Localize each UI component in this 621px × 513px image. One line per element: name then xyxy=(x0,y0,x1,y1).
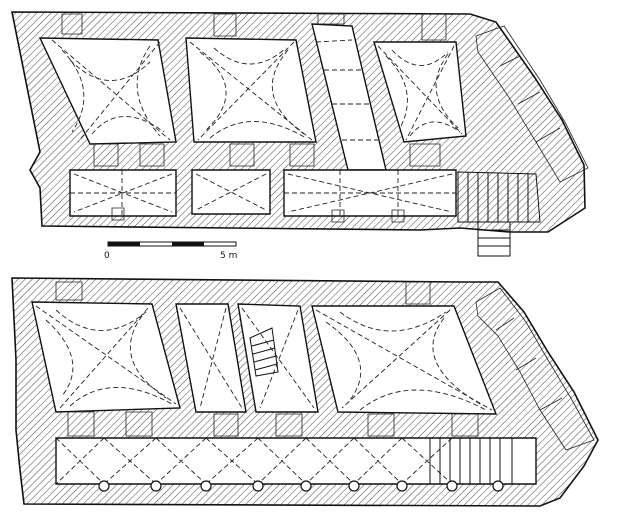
arcade-columns xyxy=(98,480,504,492)
lower-annex xyxy=(475,287,595,451)
upper-bay-2 xyxy=(191,169,271,215)
lower-room-4 xyxy=(311,305,498,415)
scale-bar: 0 5 m xyxy=(104,241,237,261)
upper-annex xyxy=(475,25,589,183)
lower-gallery-stair xyxy=(429,437,513,485)
upper-floor-plan xyxy=(11,11,589,257)
lower-inner-stair xyxy=(249,327,279,377)
upper-room-2 xyxy=(185,37,317,143)
lower-floor-plan xyxy=(11,277,599,507)
lower-room-3 xyxy=(237,303,319,413)
lower-arcade-gallery xyxy=(55,437,537,485)
scale-start-label: 0 xyxy=(104,251,110,261)
scale-end-label: 5 m xyxy=(220,251,237,261)
upper-room-4 xyxy=(373,41,467,143)
upper-staircase xyxy=(457,171,541,257)
